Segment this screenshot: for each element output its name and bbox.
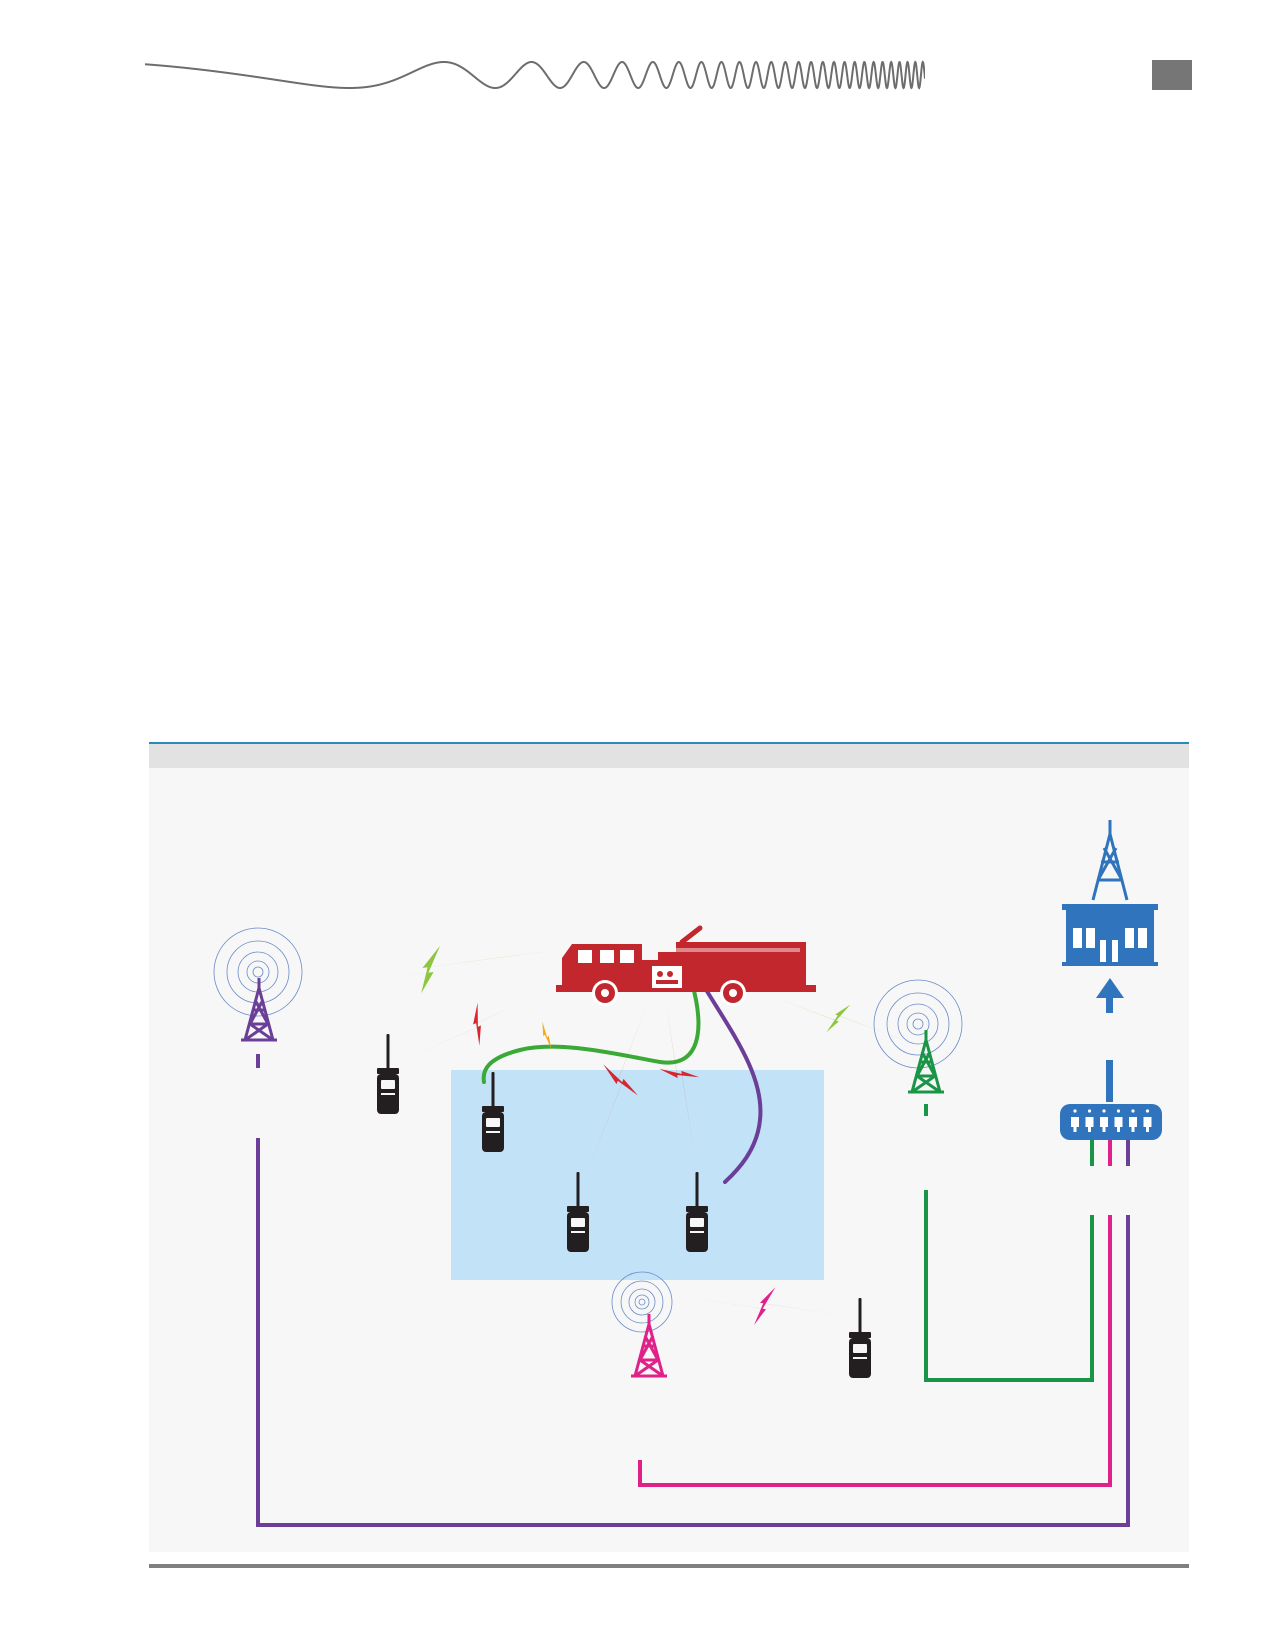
wireless-link-bolt bbox=[770, 996, 904, 1040]
coverage-ring bbox=[252, 966, 264, 978]
purple-backhaul-line bbox=[256, 1138, 1130, 1527]
backhaul-lines bbox=[256, 1054, 1130, 1527]
switch-port-led bbox=[1102, 1109, 1106, 1113]
green-wired-link bbox=[481, 981, 701, 1084]
coverage-ring bbox=[912, 1018, 924, 1030]
switch-port-led bbox=[1116, 1109, 1121, 1113]
coverage-ring bbox=[634, 1294, 650, 1310]
switch-port-tab bbox=[1117, 1127, 1120, 1132]
coverage-ring bbox=[906, 1012, 930, 1036]
wireless-link-bolt bbox=[300, 945, 556, 994]
magenta-backhaul-line bbox=[638, 1215, 1112, 1487]
handheld-radio-icon bbox=[849, 1298, 871, 1378]
figure-top-rule bbox=[149, 742, 1189, 744]
switch-port-tab bbox=[1131, 1127, 1135, 1132]
header-wave-decoration bbox=[145, 60, 925, 90]
switch-port bbox=[1100, 1117, 1108, 1127]
switch-port bbox=[1129, 1117, 1137, 1127]
switch-port-led bbox=[1073, 1109, 1077, 1113]
coverage-ring bbox=[213, 927, 303, 1017]
network-switch-icon bbox=[1060, 1104, 1162, 1140]
wireless-link-bolt bbox=[680, 1287, 846, 1326]
purple-wired-link bbox=[700, 981, 763, 1184]
handheld-radio-icon bbox=[377, 1034, 399, 1114]
coverage-ring bbox=[620, 1280, 664, 1324]
fire-truck-icon bbox=[556, 925, 816, 1006]
switch-port-led bbox=[1087, 1109, 1092, 1113]
incident-area bbox=[451, 1070, 824, 1280]
switch-port bbox=[1071, 1117, 1079, 1127]
coverage-ring bbox=[638, 1298, 646, 1306]
wireless-link-bolt bbox=[659, 997, 700, 1152]
wireless-link-bolt bbox=[590, 997, 650, 1166]
switch-port bbox=[1085, 1117, 1094, 1127]
figure-caption-band bbox=[149, 744, 1189, 768]
switch-port-led bbox=[1145, 1109, 1150, 1113]
switch-port-tab bbox=[1088, 1127, 1091, 1132]
coverage-ring bbox=[897, 1003, 939, 1045]
wireless-link-bolt bbox=[504, 1000, 588, 1072]
switch-port-tab bbox=[1073, 1127, 1077, 1132]
switch-port-tab bbox=[1146, 1127, 1149, 1132]
green-radio-tower-icon bbox=[906, 1028, 946, 1094]
wireless-link-bolt bbox=[402, 990, 552, 1060]
switch-port bbox=[1114, 1117, 1123, 1127]
switch-port-led bbox=[1131, 1109, 1135, 1113]
switch-port-tab bbox=[1102, 1127, 1106, 1132]
magenta-radio-tower-icon bbox=[629, 1312, 669, 1378]
green-backhaul-line bbox=[924, 1190, 1094, 1382]
coverage-ring bbox=[611, 1271, 673, 1333]
dispatch-center-icon bbox=[1062, 820, 1158, 1102]
footer-rule bbox=[149, 1564, 1189, 1568]
switch-port bbox=[1143, 1117, 1152, 1127]
coverage-ring bbox=[628, 1288, 656, 1316]
page-tab bbox=[1152, 60, 1192, 90]
coverage-ring bbox=[886, 992, 950, 1056]
purple-radio-tower-icon bbox=[239, 976, 279, 1042]
